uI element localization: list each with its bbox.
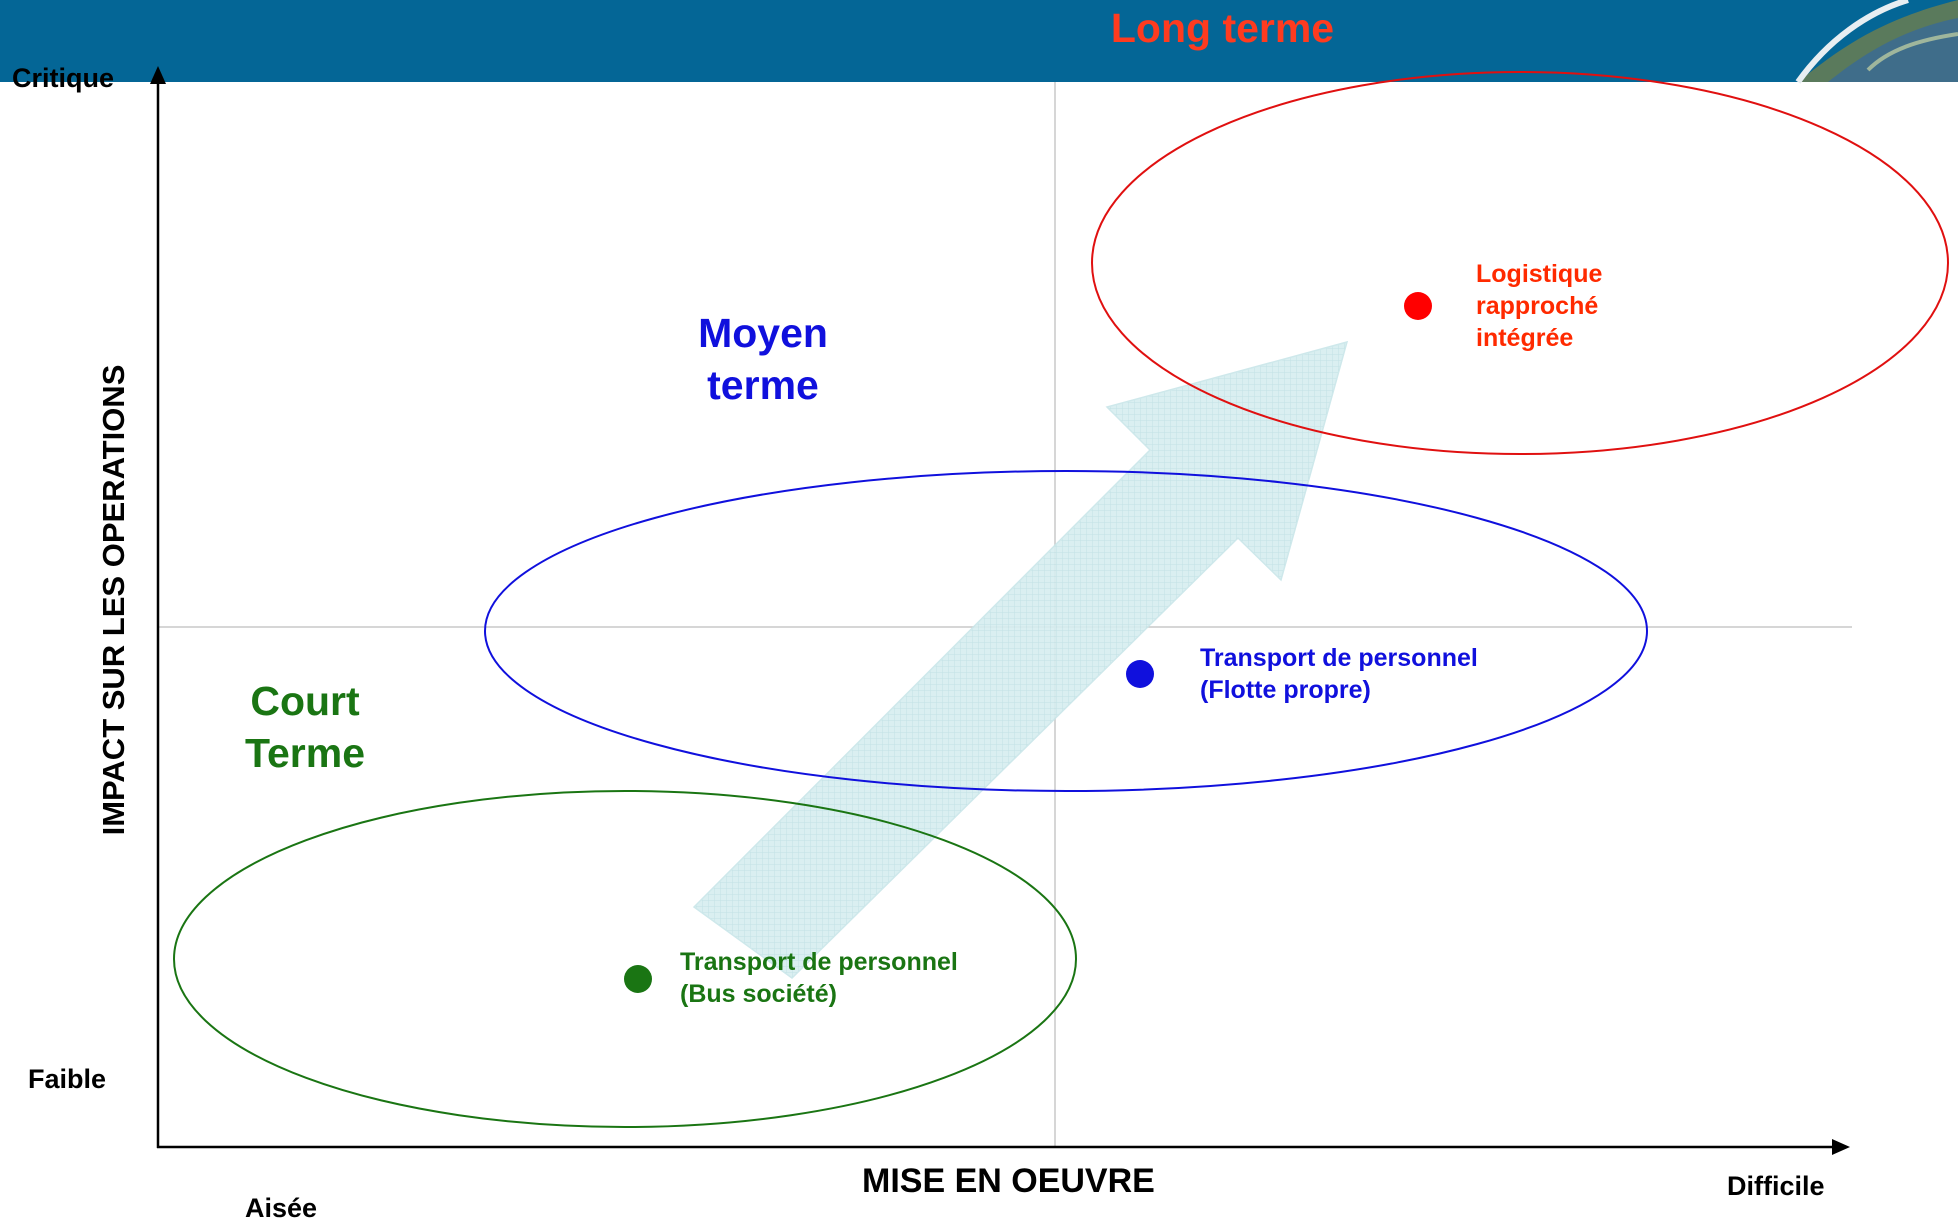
moyen-terme-line1: Moyen — [698, 310, 828, 356]
moyen-terme-line2: terme — [707, 362, 819, 408]
globe-swoosh-icon — [1795, 0, 1958, 84]
x-axis-title: MISE EN OEUVRE — [862, 1162, 1155, 1200]
progression-arrow-icon — [692, 340, 1349, 979]
x-axis-arrowhead — [1832, 1139, 1850, 1155]
logistique-item-label: Logistique rapproché intégrée — [1476, 258, 1602, 354]
banner-title: Long terme — [1110, 5, 1335, 51]
logistique-item-line2: rapproché — [1476, 292, 1599, 320]
x-axis-left-label: Aisée — [245, 1193, 318, 1223]
logistique-item-line3: intégrée — [1476, 324, 1574, 352]
y-axis-title: IMPACT SUR LES OPERATIONS — [96, 364, 131, 836]
long-terme-ellipse — [1091, 71, 1949, 455]
court-terme-ellipse — [173, 790, 1077, 1128]
y-axis-arrowhead — [150, 66, 166, 84]
x-axis-right-label: Difficile — [1727, 1171, 1825, 1201]
bus-item-line2: (Bus société) — [680, 980, 837, 1008]
y-axis-bottom-label: Faible — [28, 1064, 107, 1094]
moyen-terme-label: Moyen terme — [663, 307, 863, 411]
logistique-item-line1: Logistique — [1476, 260, 1603, 288]
flotte-dot — [1126, 660, 1154, 688]
flotte-item-label: Transport de personnel (Flotte propre) — [1200, 642, 1478, 706]
bus-item-label: Transport de personnel (Bus société) — [680, 946, 958, 1010]
bus-item-line1: Transport de personnel — [680, 948, 958, 976]
moyen-terme-ellipse — [484, 470, 1648, 792]
y-axis-top-label: Critique — [12, 63, 115, 93]
court-terme-label: Court Terme — [210, 675, 400, 779]
flotte-item-line1: Transport de personnel — [1200, 644, 1478, 672]
court-terme-line1: Court — [250, 678, 360, 724]
court-terme-line2: Terme — [244, 730, 366, 776]
bus-dot — [624, 965, 652, 993]
flotte-item-line2: (Flotte propre) — [1200, 676, 1371, 704]
header-banner: Long terme — [0, 0, 1958, 82]
logistique-dot — [1404, 292, 1432, 320]
